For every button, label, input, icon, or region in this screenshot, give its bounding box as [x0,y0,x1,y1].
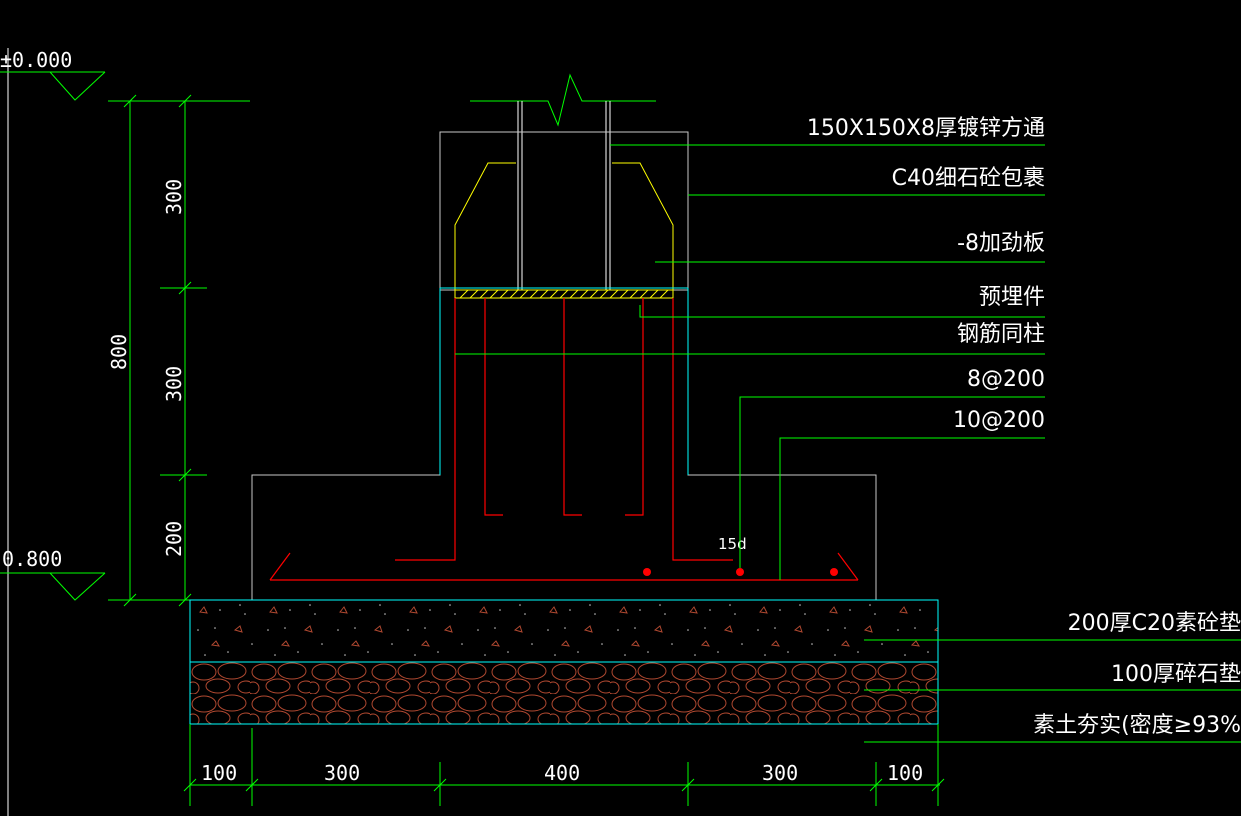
callout-rebar-8at200: 8@200 [967,367,1045,392]
layer-gravel-label: 100厚碎石垫 [1111,662,1241,687]
dim-h-1: 100 [201,761,237,785]
leader-lines [455,144,1241,743]
pedestal-outline-right [687,290,877,600]
embedded-plate [454,289,674,299]
layer-compacted-soil-label: 素土夯实(密度≥93% [1033,713,1241,738]
dim-vertical-lower: 200 [162,521,186,557]
level-marker-bottom: -0.800 [0,547,106,601]
dim-h-3: 400 [544,761,580,785]
dim-vertical-upper: 300 [162,179,186,215]
rebars [269,298,859,581]
dim-h-4: 300 [762,761,798,785]
dim-h-5: 100 [887,761,923,785]
c40-encasement-outline [439,131,689,291]
callout-stiffener: -8加劲板 [957,231,1045,256]
callout-embedded-part: 预埋件 [979,285,1045,310]
c20-concrete-bedding [189,599,939,663]
vertical-dimension [108,94,250,607]
callout-c40-encasement: C40细石砼包裹 [892,166,1045,191]
level-bottom-label: -0.800 [0,547,62,571]
pedestal-outline [251,290,441,600]
gravel-layer [189,661,939,725]
level-marker-top: ±0.000 [0,48,106,816]
rebar-dots [643,568,838,576]
dim-vertical-middle: 300 [162,366,186,402]
callout-rebar-same-as-column: 钢筋同柱 [957,322,1045,347]
callout-rebar-10at200: 10@200 [953,408,1045,433]
steel-column [470,73,656,290]
dim-h-2: 300 [324,761,360,785]
layer-concrete-bedding-label: 200厚C20素砼垫 [1068,611,1241,636]
rebar-15d-label: 15d [718,535,747,553]
dim-vertical-total: 800 [107,334,131,370]
horizontal-dimension [183,724,945,806]
stiffener-plates [454,162,674,290]
callout-steel-tube: 150X150X8厚镀锌方通 [807,116,1045,141]
level-top-label: ±0.000 [0,48,72,72]
